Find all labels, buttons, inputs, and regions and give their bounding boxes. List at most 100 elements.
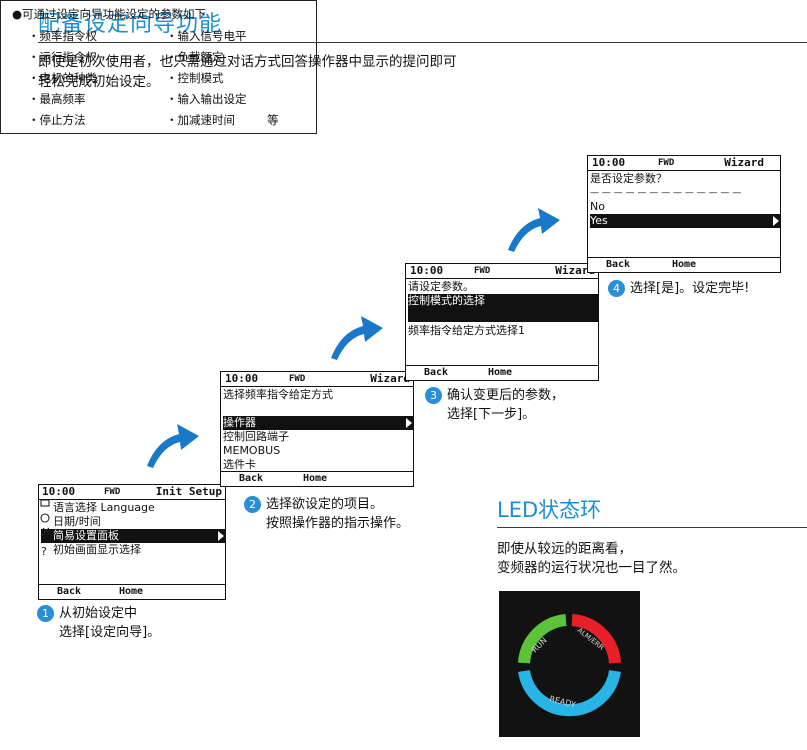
- led-status-ring-photo: RUN ALM/ERR READY: [499, 591, 640, 737]
- option-control-terminal[interactable]: 控制回路端子: [223, 430, 411, 444]
- step-text: 从初始设定中: [59, 606, 138, 621]
- arrow-right-icon: [147, 424, 199, 468]
- step-1: 1 从初始设定中 选择[设定向导]。: [37, 604, 237, 644]
- step-text: 选择[下一步]。: [447, 407, 536, 422]
- led-ring: RUN ALM/ERR READY: [518, 614, 621, 717]
- lcd-tag: Wizard: [724, 156, 764, 169]
- lcd-tag: Init Setup: [155, 485, 222, 498]
- option-label: 操作器: [223, 416, 256, 429]
- back-softkey[interactable]: Back: [424, 367, 449, 378]
- option-label: 控制回路端子: [223, 430, 289, 443]
- option-yes[interactable]: Yes: [590, 214, 780, 228]
- option-no[interactable]: No: [590, 200, 778, 214]
- param-item: ・电机的种类: [28, 71, 97, 85]
- back-softkey[interactable]: Back: [606, 259, 631, 270]
- help-icon: ?: [41, 545, 47, 558]
- lcd-time: 10:00: [592, 156, 626, 169]
- param-item: ・加减速时间: [166, 113, 235, 127]
- lcd-softkey-bar: Back Home: [588, 257, 780, 272]
- lcd-status-bar: 10:00 FWD Init Setup: [39, 485, 225, 500]
- led-description-line-1: 即使从较远的距离看，: [497, 541, 632, 557]
- option-label: No: [590, 200, 605, 213]
- lcd-prompt: 选择频率指令给定方式: [223, 388, 333, 401]
- lcd-status-bar: 10:00 FWD Wizard: [588, 156, 780, 171]
- param-etc: 等: [267, 113, 279, 127]
- lcd-mode: FWD: [474, 266, 491, 276]
- lcd-softkey-bar: Back Home: [221, 471, 413, 486]
- lcd-mode: FWD: [658, 158, 675, 168]
- param-item: ・输入输出设定: [166, 92, 247, 106]
- menu-item-setup-wizard[interactable]: 简易设置面板: [41, 529, 225, 543]
- step-number-badge: 3: [425, 387, 442, 404]
- chevron-right-icon: [406, 418, 412, 428]
- menu-item-label: 语言选择 Language: [53, 501, 155, 514]
- lcd-softkey-bar: Back Home: [406, 365, 598, 380]
- step-text: 选择[是]。设定完毕!: [630, 281, 750, 296]
- led-section-divider: [497, 527, 807, 528]
- option-label: Yes: [590, 214, 608, 227]
- step-4: 4 选择[是]。设定完毕!: [608, 279, 798, 301]
- wizard-parameter-list: ●可通过设定向导功能设定的参数如下 ・频率指令权 ・运行指令权 ・电机的种类 ・…: [0, 0, 317, 134]
- param-item: ・频率指令权: [28, 29, 97, 43]
- menu-item-date-time[interactable]: 日期/时间: [41, 515, 223, 529]
- param-item: ・输入信号电平: [166, 29, 247, 43]
- lcd-tag: Wizard: [370, 372, 410, 385]
- intro-line-2: 轻松完成初始设定。: [38, 74, 160, 90]
- menu-item-home-screen[interactable]: 初始画面显示选择: [41, 543, 223, 557]
- option-operator[interactable]: 操作器: [223, 416, 413, 430]
- page-title: 配备设定向导功能: [38, 12, 223, 37]
- intro-line-1: 即使是初次使用者，也只需通过对话方式回答操作器中显示的提问即可: [38, 54, 457, 70]
- lcd-softkey-bar: Back Home: [39, 584, 225, 599]
- home-softkey[interactable]: Home: [303, 473, 328, 484]
- option-label: MEMOBUS: [223, 444, 281, 457]
- lcd-screen-wizard-select: 10:00 FWD Wizard 选择频率指令给定方式 操作器 控制回路端子 M…: [220, 371, 414, 487]
- option-card[interactable]: 选件卡: [223, 458, 411, 472]
- lcd-time: 10:00: [410, 264, 444, 277]
- lcd-screen-wizard-finish: 10:00 FWD Wizard 是否设定参数？ — — — — — — — —…: [587, 155, 781, 273]
- run-led-arc: [518, 614, 567, 664]
- step-number-badge: 4: [608, 280, 625, 297]
- ready-led-arc: [518, 669, 621, 717]
- back-softkey[interactable]: Back: [239, 473, 264, 484]
- back-softkey[interactable]: Back: [57, 586, 82, 597]
- step-text: 选择[设定向导]。: [59, 625, 161, 640]
- step-2: 2 选择欲设定的项目。 按照操作器的指示操作。: [244, 495, 464, 535]
- step-number-badge: 1: [37, 605, 54, 622]
- home-softkey[interactable]: Home: [672, 259, 697, 270]
- clock-icon: [40, 513, 50, 523]
- side-icons: ?: [40, 499, 50, 558]
- option-memobus[interactable]: MEMOBUS: [223, 444, 411, 458]
- lcd-mode: FWD: [104, 487, 121, 497]
- option-label: 选件卡: [223, 458, 256, 471]
- arrow-right-icon: [508, 208, 560, 252]
- param-freq-ref[interactable]: 频率指令给定方式选择1: [408, 324, 596, 338]
- chevron-right-icon: [218, 531, 224, 541]
- step-3: 3 确认变更后的参数， 选择[下一步]。: [425, 386, 625, 426]
- step-number-badge: 2: [244, 496, 261, 513]
- param-item: ・控制模式: [166, 71, 224, 85]
- led-section-title: LED状态环: [497, 498, 602, 522]
- lcd-prompt: 是否设定参数？: [590, 172, 667, 185]
- arrow-right-icon: [331, 316, 383, 360]
- menu-item-language[interactable]: 语言选择 Language: [41, 501, 223, 515]
- language-icon: [40, 499, 50, 507]
- lcd-screen-init-setup: 10:00 FWD Init Setup 语言选择 Language 日期/时间…: [38, 484, 226, 600]
- param-label: 频率指令给定方式选择1: [408, 324, 525, 337]
- title-divider: [38, 42, 807, 43]
- lcd-status-bar: 10:00 FWD Wizard: [221, 372, 413, 387]
- alarm-led-arc: [571, 614, 621, 664]
- param-item: ・最高频率: [28, 92, 86, 106]
- home-softkey[interactable]: Home: [488, 367, 513, 378]
- menu-item-label: 初始画面显示选择: [53, 543, 141, 556]
- param-item: ・停止方法: [28, 113, 86, 127]
- step-text: 确认变更后的参数，: [447, 388, 565, 403]
- home-softkey[interactable]: Home: [119, 586, 144, 597]
- lcd-time: 10:00: [225, 372, 259, 385]
- menu-item-label: 简易设置面板: [53, 529, 119, 542]
- param-item: ・运行指令权: [28, 50, 97, 64]
- param-control-mode[interactable]: 控制模式的选择: [408, 294, 598, 322]
- step-text: 选择欲设定的项目。: [266, 497, 384, 512]
- wrench-icon: [40, 527, 50, 537]
- step-text: 按照操作器的指示操作。: [266, 516, 410, 531]
- lcd-mode: FWD: [289, 374, 306, 384]
